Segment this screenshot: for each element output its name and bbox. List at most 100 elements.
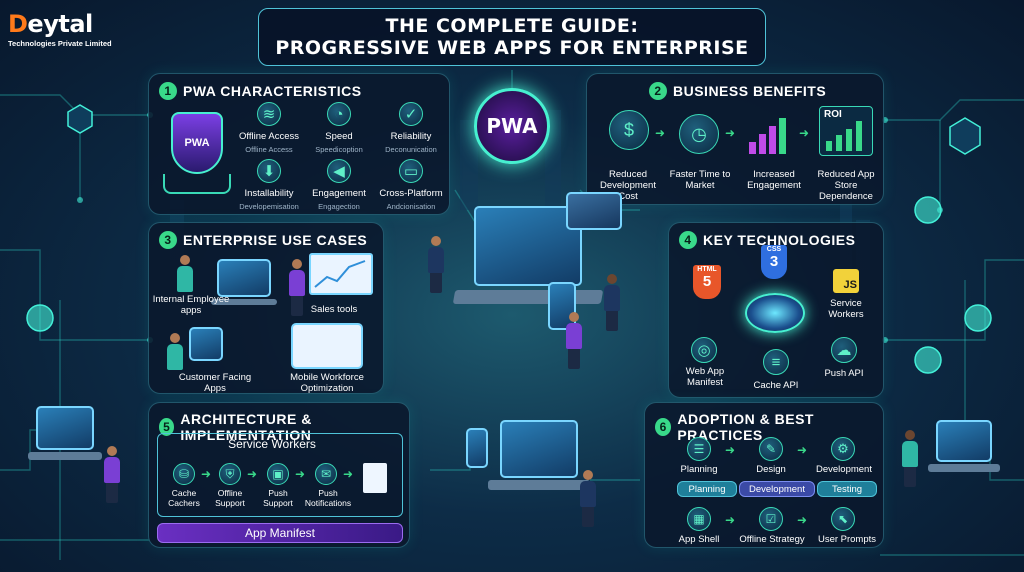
js-icon: JS: [833, 269, 859, 293]
gear-icon: ⚙: [831, 437, 855, 461]
logo-tagline: Technologies Private Limited: [8, 39, 112, 48]
arrow-right-icon: ➜: [799, 126, 810, 140]
bottom-developer-figure: [580, 470, 596, 527]
panel-architecture-implementation: 5 ARCHITECTURE & IMPLEMENTATION Service …: [148, 402, 410, 548]
brand-logo: Deytal Technologies Private Limited: [8, 10, 128, 48]
document-icon: [363, 463, 387, 493]
section-number: 2: [649, 82, 667, 100]
panel-key-technologies: 4 KEY TECHNOLOGIES HTML 5 CSS 3 JS Servi…: [668, 222, 884, 398]
cache-icon: ⛁: [173, 463, 195, 485]
bottom-laptop-base: [488, 480, 590, 490]
center-pwa-label: PWA: [486, 114, 538, 138]
arrow-right-icon: ➜: [295, 467, 306, 481]
arch-label-cache: Cache Cachers: [168, 488, 200, 508]
section-title: ENTERPRISE USE CASES: [183, 232, 368, 248]
tech-label-service-workers: Service Workers: [828, 298, 864, 320]
section-title: BUSINESS BENEFITS: [673, 83, 827, 99]
section-number: 6: [655, 418, 672, 436]
benefit-label-cost: Reduced Development Cost: [600, 169, 656, 202]
shield-label: PWA: [184, 137, 210, 149]
pill-planning: Planning: [677, 481, 737, 497]
title-line-1: THE COMPLETE GUIDE:: [385, 15, 639, 37]
char-label-offline: Offline Access: [238, 131, 300, 142]
arrow-right-icon: ➜: [655, 126, 666, 140]
panel-business-benefits: 2 BUSINESS BENEFITS $ ➜ ◷ ➜ ➜ ROI Reduce…: [586, 73, 884, 205]
right-laptop-screen: [936, 420, 992, 462]
arrow-right-icon: ➜: [247, 467, 258, 481]
push-support-icon: ▣: [267, 463, 289, 485]
cursor-icon: ⬉: [831, 507, 855, 531]
service-workers-bar: Service Workers: [228, 437, 316, 451]
char-label-installability: Installability: [244, 188, 294, 199]
checklist-icon: ☑: [759, 507, 783, 531]
wifi-icon: ≋: [257, 102, 281, 126]
bottom-laptop-screen: [500, 420, 578, 478]
shield-check-icon: ✓: [399, 102, 423, 126]
section-number: 3: [159, 231, 177, 249]
bar-chart-up-icon: [747, 112, 793, 154]
sales-figure: [289, 259, 305, 316]
section-title: ARCHITECTURE & IMPLEMENTATION: [180, 411, 312, 443]
usecase-label-customer: Customer Facing Apps: [178, 372, 252, 394]
section-number: 1: [159, 82, 177, 100]
employee-figure: [177, 255, 193, 292]
section-number: 4: [679, 231, 697, 249]
right-laptop-base: [928, 464, 1000, 472]
usecase-label-internal: Internal Employee apps: [152, 294, 230, 316]
central-hub-disc: [745, 293, 805, 333]
tech-label-push-api: Push API: [824, 368, 864, 379]
section-title: KEY TECHNOLOGIES: [703, 232, 856, 248]
center-laptop-screen: [474, 206, 582, 286]
adoption-top-planning: Planning: [680, 464, 718, 475]
benefit-label-engagement: Increased Engagement: [747, 169, 801, 191]
arch-label-notifications: Push Notifications: [304, 488, 352, 508]
planning-doc-icon: ☰: [687, 437, 711, 461]
cloud-icon: ☁: [831, 337, 857, 363]
panel-pwa-characteristics: 1 PWA CHARACTERISTICS PWA ≋ Offline Acce…: [148, 73, 450, 215]
floating-chart-screen: [566, 192, 622, 230]
adoption-top-development: Development: [816, 464, 872, 475]
char-sub-speed: Speedicoption: [315, 145, 363, 154]
char-sub-offline: Offline Access: [245, 145, 293, 154]
dollar-hand-icon: $: [609, 110, 649, 150]
left-laptop-base: [28, 452, 102, 460]
benefit-label-app-store: Reduced App Store Dependence: [817, 169, 875, 202]
char-sub-installability: Developemisation: [239, 202, 299, 211]
char-label-reliability: Reliability: [390, 131, 432, 142]
tech-label-cache-api: Cache API: [753, 380, 799, 391]
laptop-base: [211, 299, 277, 305]
adoption-bottom-offline-strategy: Offline Strategy: [739, 534, 805, 545]
panel-title: 2 BUSINESS BENEFITS: [649, 82, 826, 100]
arrow-right-icon: ➜: [797, 443, 808, 457]
right-worker-figure: [902, 430, 918, 487]
section-title: PWA CHARACTERISTICS: [183, 83, 362, 99]
app-manifest-bar: App Manifest: [157, 523, 403, 543]
panel-title: 6 ADOPTION & BEST PRACTICES: [655, 411, 883, 443]
arrow-right-icon: ➜: [725, 513, 736, 527]
arrow-right-icon: ➜: [201, 467, 212, 481]
arrow-right-icon: ➜: [725, 443, 736, 457]
speedometer-icon: ◔: [327, 102, 351, 126]
title-line-2: PROGRESSIVE WEB APPS FOR ENTERPRISE: [275, 37, 749, 59]
arch-label-offline: Offline Support: [215, 488, 245, 508]
panel-title: 4 KEY TECHNOLOGIES: [679, 231, 855, 249]
css3-icon: CSS 3: [761, 245, 787, 279]
usecase-label-mobile: Mobile Workforce Optimization: [290, 372, 364, 394]
roi-label: ROI: [824, 109, 842, 120]
usecase-label-sales: Sales tools: [310, 304, 358, 315]
bottom-tablet: [466, 428, 488, 468]
left-laptop-screen: [36, 406, 94, 450]
adoption-bottom-user-prompts: User Prompts: [817, 534, 877, 545]
arrow-right-icon: ➜: [725, 126, 736, 140]
panel-title: 5 ARCHITECTURE & IMPLEMENTATION: [159, 411, 409, 443]
char-sub-engagement: Engagection: [318, 202, 360, 211]
presenter-figure: [428, 236, 444, 293]
stopwatch-icon: ◷: [679, 114, 719, 154]
char-sub-cross-platform: Andcionisation: [386, 202, 436, 211]
devices-icon: ▭: [399, 159, 423, 183]
panel-adoption-best-practices: 6 ADOPTION & BEST PRACTICES ☰ ➜ ✎ ➜ ⚙ Pl…: [644, 402, 884, 548]
arch-label-push-support: Push Support: [263, 488, 293, 508]
adoption-top-design: Design: [756, 464, 786, 475]
arrow-right-icon: ➜: [797, 513, 808, 527]
megaphone-icon: ◀: [327, 159, 351, 183]
